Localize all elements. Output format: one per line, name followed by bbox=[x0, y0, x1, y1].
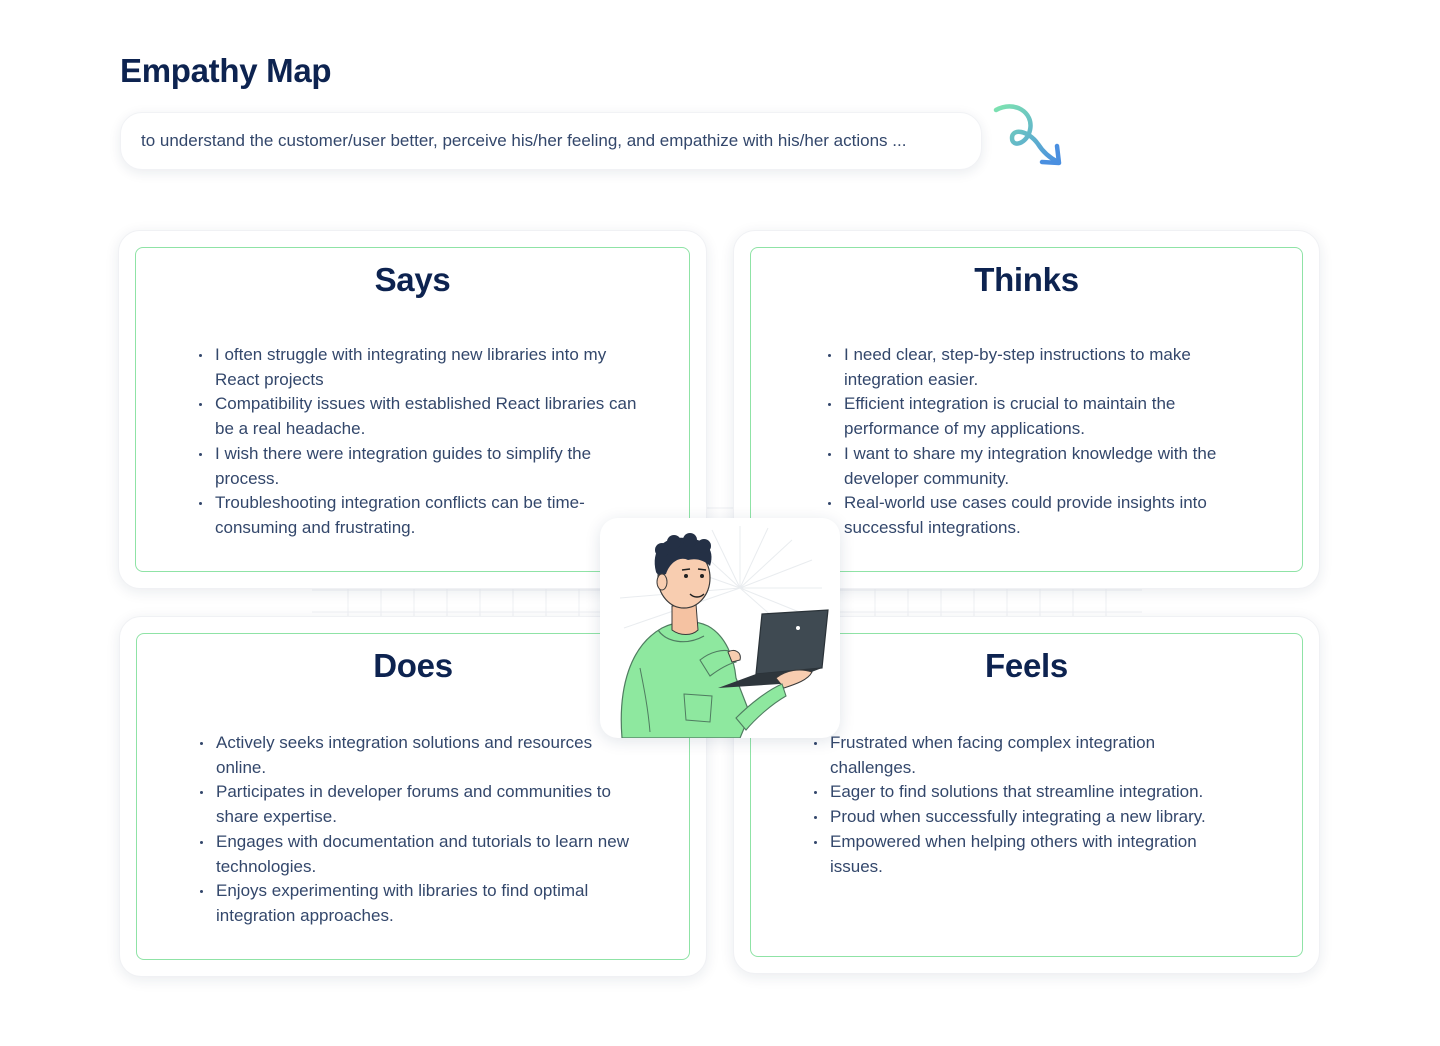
thinks-item: I need clear, step-by-step instructions … bbox=[828, 343, 1258, 392]
feels-item: Frustrated when facing complex integrati… bbox=[814, 731, 1244, 780]
thinks-item: I want to share my integration knowledge… bbox=[828, 442, 1258, 491]
subtitle-text: to understand the customer/user better, … bbox=[141, 131, 907, 150]
does-list: Actively seeks integration solutions and… bbox=[200, 731, 640, 929]
curly-arrow-icon bbox=[993, 104, 1062, 166]
feels-list: Frustrated when facing complex integrati… bbox=[814, 731, 1244, 879]
does-item: Engages with documentation and tutorials… bbox=[200, 830, 640, 879]
does-item: Actively seeks integration solutions and… bbox=[200, 731, 640, 780]
says-item: Troubleshooting integration conflicts ca… bbox=[199, 491, 639, 540]
subtitle-box: to understand the customer/user better, … bbox=[120, 112, 982, 170]
says-item: I wish there were integration guides to … bbox=[199, 442, 639, 491]
thinks-card-frame bbox=[750, 247, 1303, 572]
says-item: I often struggle with integrating new li… bbox=[199, 343, 639, 392]
feels-item: Eager to find solutions that streamline … bbox=[814, 780, 1244, 805]
feels-title: Feels bbox=[985, 647, 1068, 684]
does-title: Does bbox=[373, 647, 453, 684]
feels-item: Empowered when helping others with integ… bbox=[814, 830, 1244, 879]
does-card-frame bbox=[136, 633, 690, 960]
does-item: Enjoys experimenting with libraries to f… bbox=[200, 879, 640, 928]
developer-with-laptop-illustration bbox=[619, 526, 829, 738]
feels-item: Proud when successfully integrating a ne… bbox=[814, 805, 1244, 830]
persona-illustration-card bbox=[600, 518, 840, 738]
says-card-frame bbox=[135, 247, 690, 572]
thinks-item: Real-world use cases could provide insig… bbox=[828, 491, 1258, 540]
does-item: Participates in developer forums and com… bbox=[200, 780, 640, 829]
feels-card-frame bbox=[750, 633, 1303, 957]
says-list: I often struggle with integrating new li… bbox=[199, 343, 639, 541]
thinks-list: I need clear, step-by-step instructions … bbox=[828, 343, 1258, 541]
thinks-item: Efficient integration is crucial to main… bbox=[828, 392, 1258, 441]
page-title: Empathy Map bbox=[120, 52, 332, 89]
thinks-title: Thinks bbox=[974, 261, 1079, 298]
says-item: Compatibility issues with established Re… bbox=[199, 392, 639, 441]
says-title: Says bbox=[374, 261, 451, 298]
does-card: Does Actively seeks integration solution… bbox=[119, 616, 707, 977]
